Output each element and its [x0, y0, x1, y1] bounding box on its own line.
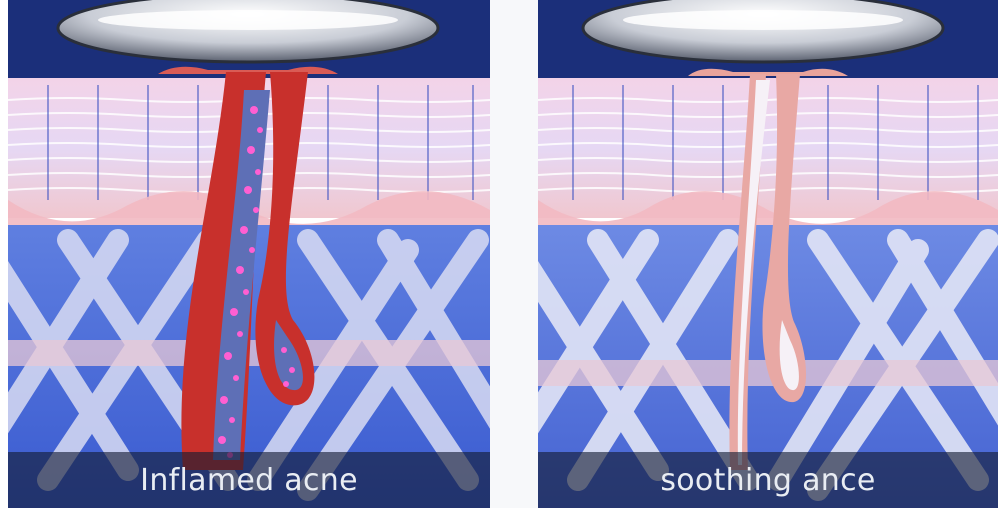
inflamed-skin-illustration	[8, 0, 490, 508]
caption-label: Inflamed acne	[140, 463, 358, 498]
caption-bar: Inflamed acne	[8, 452, 490, 508]
caption-bar: soothing ance	[538, 452, 998, 508]
probe-highlight	[623, 10, 903, 30]
caption-label: soothing ance	[660, 463, 875, 498]
soothed-skin-illustration	[538, 0, 998, 508]
inflamed-acne-panel: Inflamed acne	[8, 0, 490, 508]
probe-head	[58, 0, 438, 62]
probe-highlight	[98, 10, 398, 30]
probe-head	[583, 0, 943, 62]
panel-divider	[490, 0, 538, 508]
soothing-acne-panel: soothing ance	[538, 0, 998, 508]
